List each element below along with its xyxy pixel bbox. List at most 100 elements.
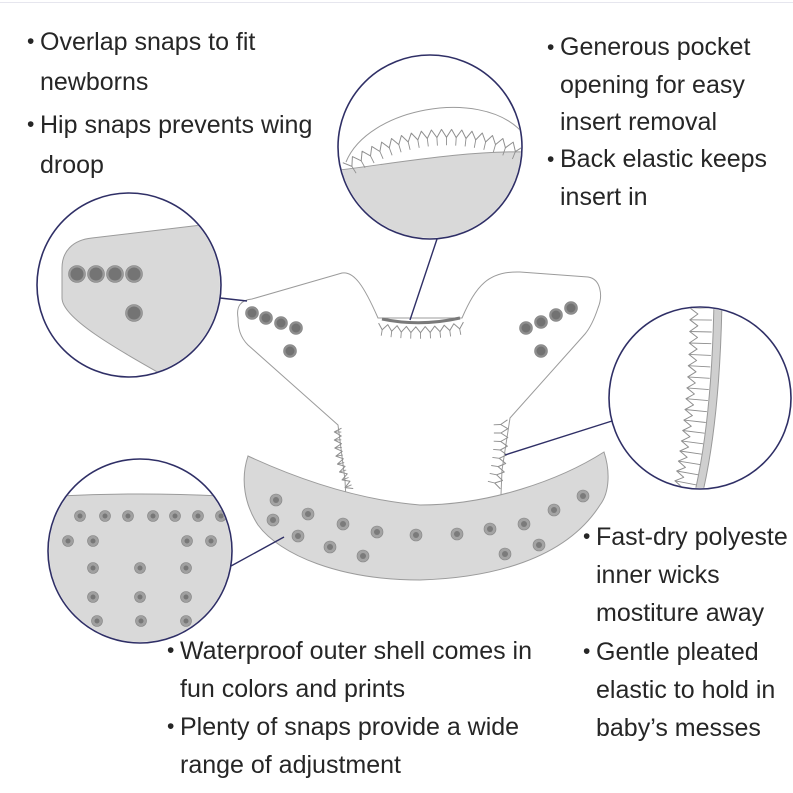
snap xyxy=(274,316,288,330)
snap-center xyxy=(125,513,131,519)
snap-center xyxy=(172,513,178,519)
snap-center xyxy=(90,565,96,571)
feature-line: elastic to hold in xyxy=(596,676,776,704)
snap-center xyxy=(94,618,100,624)
feature-line: fun colors and prints xyxy=(180,675,406,703)
callout-hip-snaps xyxy=(36,192,222,378)
feature-item-pleated-elastic: Gentle pleated elastic to hold in baby’s… xyxy=(583,633,776,747)
snap-center xyxy=(261,313,271,323)
snap-center xyxy=(413,532,419,538)
snap xyxy=(450,527,464,541)
snap-center xyxy=(70,267,84,281)
snap xyxy=(180,615,192,627)
callout-circle-pocket xyxy=(337,54,523,240)
callout-circle-hip-snaps xyxy=(36,192,222,378)
snap-center xyxy=(305,511,311,517)
snap-center xyxy=(285,346,295,356)
feature-line: opening for easy xyxy=(560,70,745,99)
snap-center xyxy=(536,317,546,327)
feature-line: Back elastic keeps xyxy=(560,145,768,173)
right-leg-elastic-gathers xyxy=(487,424,501,484)
feature-item-pocket-opening: Generous pocket opening for easy insert … xyxy=(547,29,751,142)
feature-line: droop xyxy=(40,151,104,179)
feature-line: newborns xyxy=(40,68,149,96)
snap-center xyxy=(487,526,493,532)
snap xyxy=(147,510,159,522)
snap-center xyxy=(502,551,508,557)
connector-line-leg-elastic xyxy=(504,420,613,456)
snap xyxy=(283,344,297,358)
snap xyxy=(125,265,143,283)
snap xyxy=(180,562,192,574)
leg-elastic-strip xyxy=(693,308,723,488)
connector-line-hip-snaps xyxy=(219,297,248,302)
snap xyxy=(547,503,561,517)
snap xyxy=(301,507,315,521)
back-elastic xyxy=(378,316,464,339)
snap xyxy=(134,562,146,574)
feature-line: mostiture away xyxy=(596,599,765,627)
pocket-elastic-pleats xyxy=(342,128,521,167)
snap-center xyxy=(536,346,546,356)
snap-center xyxy=(270,517,276,523)
snap xyxy=(483,522,497,536)
snap xyxy=(549,308,563,322)
feature-line: Gentle pleated xyxy=(596,638,759,666)
snap xyxy=(517,517,531,531)
snap xyxy=(289,321,303,335)
leg-gathers-pleats xyxy=(672,308,699,488)
callout-pocket-opening xyxy=(337,54,523,240)
snap-center xyxy=(150,513,156,519)
snap-center xyxy=(195,513,201,519)
snap-center xyxy=(247,308,257,318)
connector-line-panel-snaps xyxy=(230,536,285,567)
feature-item-fast-dry-inner: Fast-dry polyeste inner wicks mostiture … xyxy=(583,518,788,632)
snap-center xyxy=(374,529,380,535)
callout-wing-detail xyxy=(61,220,220,376)
snap xyxy=(87,562,99,574)
callout-circle-panel-snaps xyxy=(47,458,233,644)
snap xyxy=(87,535,99,547)
feature-item-overlap-snaps: Overlap snaps to fit newborns xyxy=(27,22,255,102)
snap-center xyxy=(137,594,143,600)
snap xyxy=(519,321,533,335)
left-wing-snaps xyxy=(245,306,303,358)
snap xyxy=(356,549,370,563)
snap-center xyxy=(360,553,366,559)
snap-center xyxy=(90,594,96,600)
pocket-elastic-gathers xyxy=(351,137,516,174)
feature-line: Generous pocket xyxy=(560,33,751,61)
callout-background xyxy=(609,307,791,489)
snap-center xyxy=(183,618,189,624)
left-leg-elastic xyxy=(333,427,354,489)
snap-center xyxy=(551,507,557,513)
panel-snaps xyxy=(266,489,590,563)
snap-center xyxy=(291,323,301,333)
snap-center xyxy=(127,306,141,320)
snap-center xyxy=(566,303,576,313)
snap-center xyxy=(551,310,561,320)
feature-line: range of adjustment xyxy=(180,751,401,779)
snap xyxy=(259,311,273,325)
connector-line-pocket xyxy=(409,238,438,321)
snap-center xyxy=(77,513,83,519)
top-border xyxy=(0,2,793,3)
back-elastic-gathers xyxy=(380,328,462,339)
snap xyxy=(135,615,147,627)
snap xyxy=(106,265,124,283)
snap-center xyxy=(183,565,189,571)
snap-center xyxy=(208,538,214,544)
left-leg-elastic-pleats xyxy=(333,427,354,489)
feature-line: Hip snaps prevents wing xyxy=(40,111,313,139)
snap-center xyxy=(89,267,103,281)
callout-leg-elastic xyxy=(608,306,792,490)
snap-center xyxy=(327,544,333,550)
feature-line: inner wicks xyxy=(596,561,720,589)
snap-center xyxy=(108,267,122,281)
wing-shell xyxy=(61,220,220,376)
snap-center xyxy=(90,538,96,544)
snap xyxy=(68,265,86,283)
feature-line: Waterproof outer shell comes in xyxy=(180,637,533,665)
leg-gathers-gathers xyxy=(673,308,713,488)
